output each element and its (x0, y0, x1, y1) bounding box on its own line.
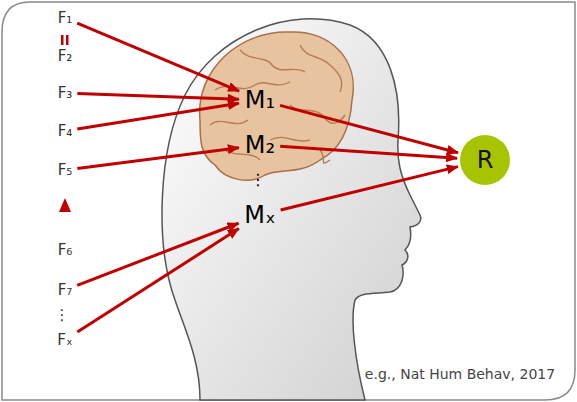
mechanism-label: M₂ (242, 131, 278, 159)
node-text: F₅ (58, 162, 73, 179)
node-text: M₁ (245, 87, 275, 113)
node-text: F₄ (58, 123, 73, 140)
node-text: F₇ (58, 282, 73, 299)
node-text: F₁ (58, 10, 73, 27)
influence-arrow (77, 148, 239, 169)
influence-arrowhead (59, 198, 71, 212)
node-text: Fₓ (57, 332, 72, 349)
factor-label: F₂ (55, 47, 76, 66)
factor-label: F₁ (55, 9, 76, 28)
node-text: M₂ (245, 132, 275, 158)
node-text: R (477, 147, 494, 173)
influence-arrow (77, 229, 238, 333)
influence-arrow (77, 103, 239, 129)
citation: e.g., Nat Hum Behav, 2017 (365, 367, 555, 382)
influence-arrow (77, 23, 239, 91)
mechanism-label: Mₓ (241, 201, 278, 229)
node-text: Mₓ (244, 202, 275, 228)
node-text: F₆ (58, 242, 73, 259)
factor-label: Fₓ (54, 331, 75, 350)
influence-arrow (280, 105, 458, 152)
result-circle: R (460, 135, 510, 185)
factor-label: F₃ (55, 84, 76, 103)
factor-label: F₆ (55, 241, 76, 260)
factor-label: F₇ (55, 281, 76, 300)
factor-label: F₄ (55, 122, 76, 141)
mechanism-label: M₁ (242, 86, 278, 114)
influence-arrow (77, 93, 239, 99)
influence-arrow (280, 146, 457, 158)
continuation-dots: ⋮ (55, 307, 70, 324)
influence-arrow (77, 223, 238, 285)
interaction-mark (66, 35, 69, 45)
influence-arrow (281, 167, 458, 210)
node-text: F₃ (58, 85, 73, 102)
factor-label: F₅ (55, 161, 76, 180)
node-text: F₂ (58, 48, 73, 65)
interaction-mark (61, 35, 64, 45)
continuation-dots: ⋮ (250, 171, 266, 189)
